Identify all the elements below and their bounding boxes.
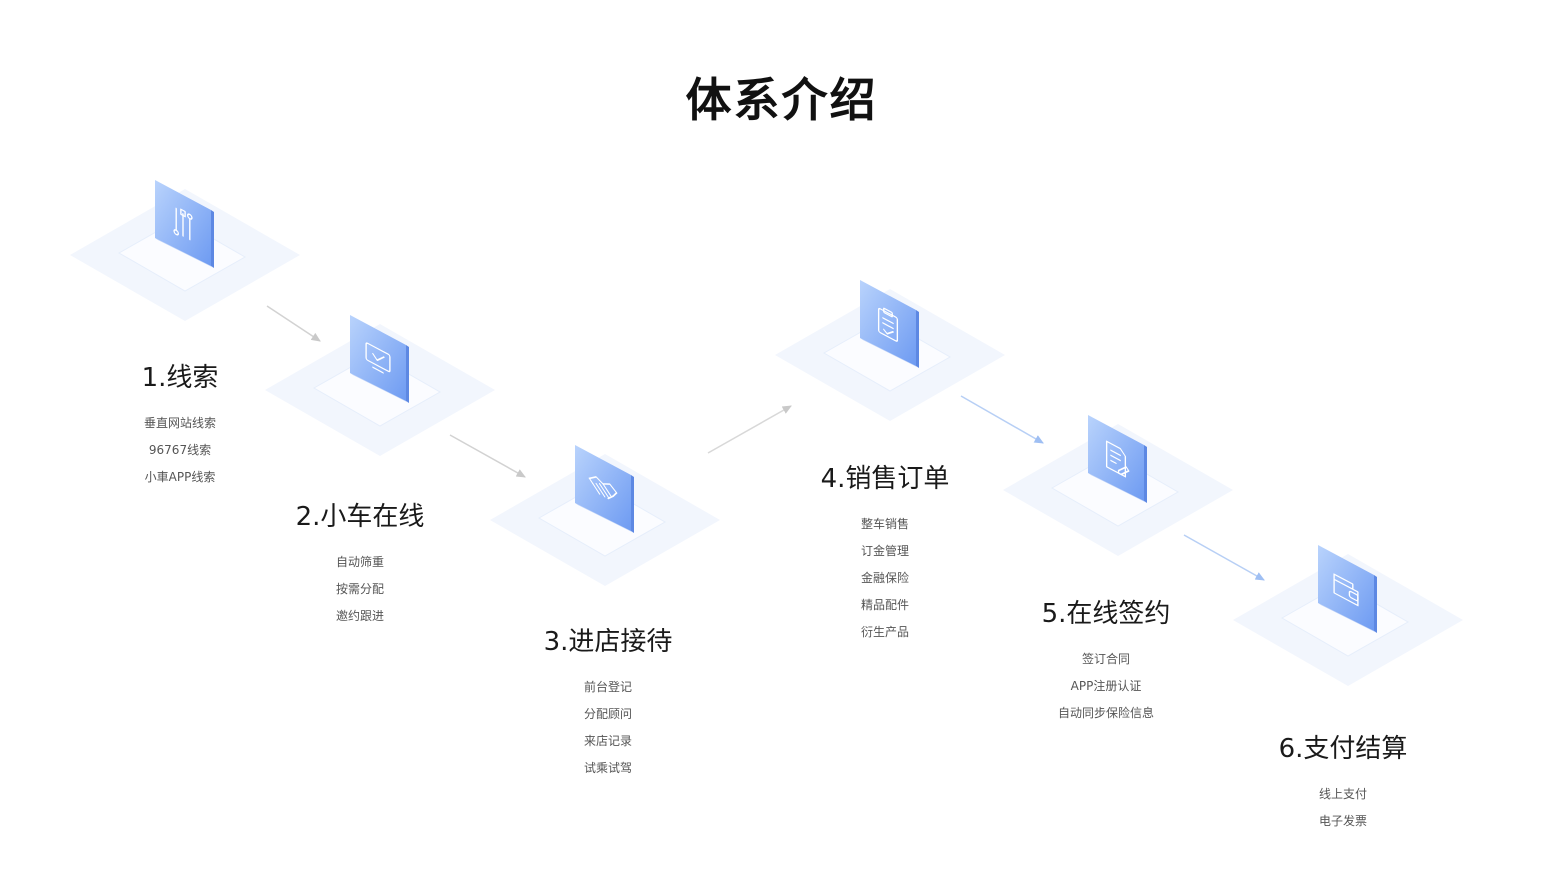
card-face [860,280,916,366]
step-title: 2.小车在线 [295,502,425,532]
arrow-5-6 [1183,534,1265,581]
card-side [1374,575,1377,633]
card-face [575,445,631,531]
step-1: 1.线索垂直网站线索 96767线索小車APP线索 [30,362,330,491]
card-face [1318,545,1374,631]
tools-icon [173,207,193,241]
step-item: 自动同步保险信息 [1057,706,1154,720]
step-item: 精品配件 [860,598,909,612]
wallet-icon [1333,573,1359,607]
step-item: APP注册认证 [1070,679,1142,693]
step-item: 邀约跟进 [335,609,384,623]
step-item: 分配顾问 [583,707,632,721]
arrow-3-4 [707,405,792,454]
step-5: 5.在线签约签订合同 APP注册认证自动同步保险信息 [956,598,1256,727]
card-bottom [575,503,634,533]
step-items: 线上支付电子发票 [1193,781,1493,835]
step-title: 4.销售订单 [820,464,950,494]
document-sign-icon [1105,440,1130,478]
card-side [1144,445,1147,503]
step-node-3 [490,445,720,586]
card-side [406,345,409,403]
card-bottom [1088,473,1147,503]
step-items: 自动筛重按需分配邀约跟进 [210,549,510,630]
card-bottom [860,338,919,368]
step-title: 6.支付结算 [1278,734,1408,764]
page-title: 体系介绍 [685,73,878,127]
arrow-2-3 [449,434,526,478]
step-node-1 [70,180,300,321]
card-face [350,315,406,401]
step-item: 金融保险 [860,571,909,585]
step-items: 整车销售订金管理金融保险精品配件衍生产品 [735,511,1035,646]
step-item: 前台登记 [583,680,632,694]
monitor-check-icon [365,342,391,374]
step-item: 按需分配 [335,582,384,596]
clipboard-check-icon [877,307,899,342]
step-items: 签订合同 APP注册认证自动同步保险信息 [956,646,1256,727]
card-bottom [1318,603,1377,633]
card-bottom [350,373,409,403]
step-title: 3.进店接待 [543,627,673,657]
handshake-icon [588,476,618,500]
step-items: 前台登记分配顾问来店记录试乘试驾 [458,674,758,782]
step-item: 整车销售 [860,517,909,531]
card-side [211,210,214,268]
step-item: 垂直网站线索 [143,416,216,430]
arrow-4-5 [960,395,1044,444]
step-2: 2.小车在线自动筛重按需分配邀约跟进 [210,501,510,630]
step-item: 96767线索 [148,443,212,457]
step-item: 签订合同 [1081,652,1130,666]
card-side [916,310,919,368]
step-item: 小車APP线索 [144,470,216,484]
card-bottom [155,238,214,268]
step-item: 线上支付 [1318,787,1367,801]
step-node-6 [1233,545,1463,686]
step-items: 垂直网站线索 96767线索小車APP线索 [30,410,330,491]
step-title: 1.线索 [141,363,219,393]
step-node-4 [775,280,1005,421]
card-side [631,475,634,533]
step-item: 来店记录 [583,734,632,748]
step-item: 试乘试驾 [583,761,632,775]
step-title: 5.在线签约 [1041,599,1171,629]
step-item: 自动筛重 [335,555,384,569]
step-6: 6.支付结算线上支付电子发票 [1193,733,1493,835]
step-3: 3.进店接待前台登记分配顾问来店记录试乘试驾 [458,626,758,782]
step-4: 4.销售订单整车销售订金管理金融保险精品配件衍生产品 [735,463,1035,646]
step-item: 电子发票 [1318,814,1367,828]
step-item: 订金管理 [860,544,909,558]
step-node-5 [1003,415,1233,556]
arrow-1-2 [266,305,321,342]
step-node-2 [265,315,495,456]
step-item: 衍生产品 [860,625,909,639]
